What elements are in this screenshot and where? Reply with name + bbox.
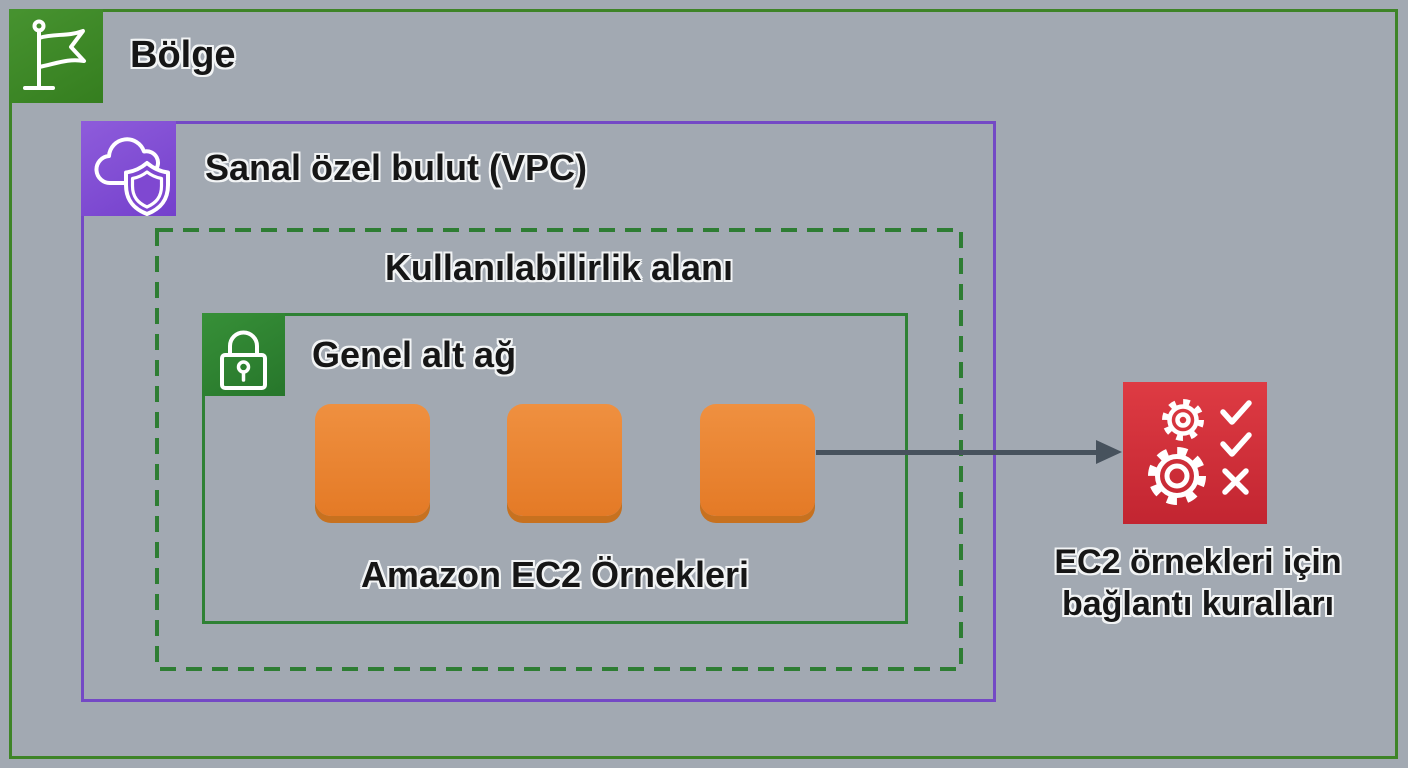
ec2-instances-label: Amazon EC2 Örnekleri: [360, 554, 750, 595]
connection-rules-label-line1: EC2 örnekleri için: [1054, 543, 1342, 581]
arrow-head-icon: [1096, 440, 1122, 464]
region-label: Bölge: [130, 34, 236, 76]
availability-zone-dashed-border: [155, 228, 963, 671]
vpc-icon-tile: [81, 121, 176, 216]
flag-icon: [23, 19, 86, 90]
connection-rules-label-line2: bağlantı kuralları: [1061, 585, 1335, 623]
vpc-container: [81, 121, 996, 702]
region-icon-tile: [9, 9, 103, 103]
ec2-instance: [315, 404, 430, 516]
ec2-instance: [700, 404, 815, 516]
availability-zone-container: [155, 228, 963, 671]
region-container: [9, 9, 1398, 759]
lock-icon: [220, 330, 267, 390]
public-subnet-label: Genel alt ağ: [312, 334, 517, 375]
vpc-label: Sanal özel bulut (VPC): [205, 147, 588, 188]
cloud-shield-icon: [94, 137, 170, 216]
ec2-instance: [507, 404, 622, 516]
public-subnet-icon-tile: [202, 313, 285, 396]
arrow-line: [816, 450, 1100, 455]
availability-zone-label: Kullanılabilirlik alanı: [384, 247, 734, 288]
connection-rules-label: EC2 örnekleri için bağlantı kuralları: [1032, 541, 1364, 625]
gears-checklist-icon: [1148, 399, 1252, 505]
connection-rules-icon-tile: [1123, 382, 1267, 524]
public-subnet-container: [202, 313, 908, 624]
